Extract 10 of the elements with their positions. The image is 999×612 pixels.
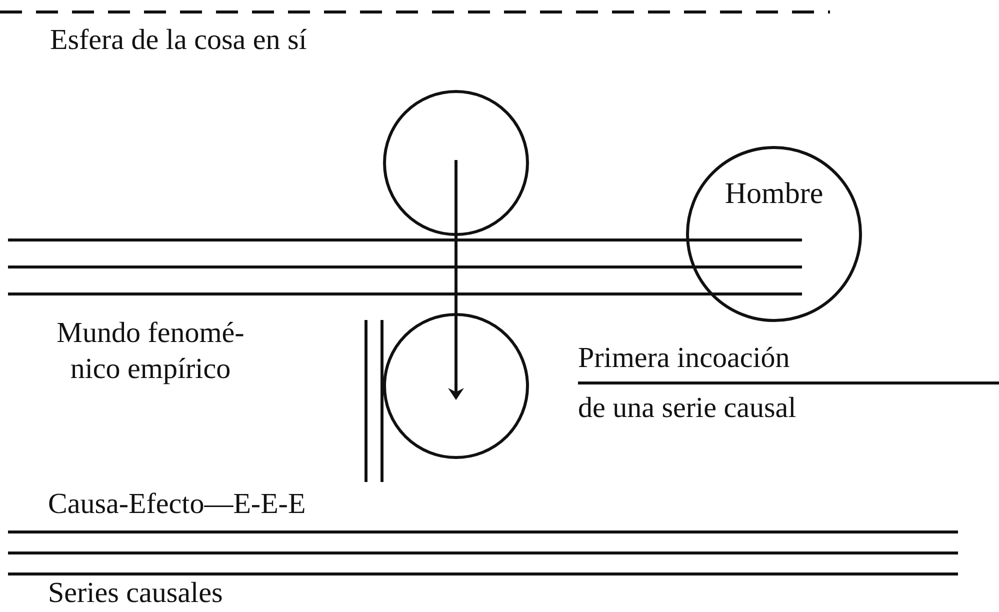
circle: [383, 313, 529, 459]
text-label: Primera incoación: [578, 341, 790, 376]
text-label: Series causales: [48, 576, 223, 611]
text-label: Mundo fenomé- nico empírico: [56, 316, 246, 388]
text-label: Esfera de la cosa en sí: [50, 23, 307, 58]
circle: [383, 90, 529, 236]
text-label: Causa-Efecto—E-E-E: [48, 487, 306, 522]
arrow: [448, 160, 464, 400]
circle: [686, 146, 862, 322]
text-label: de una serie causal: [578, 391, 796, 426]
